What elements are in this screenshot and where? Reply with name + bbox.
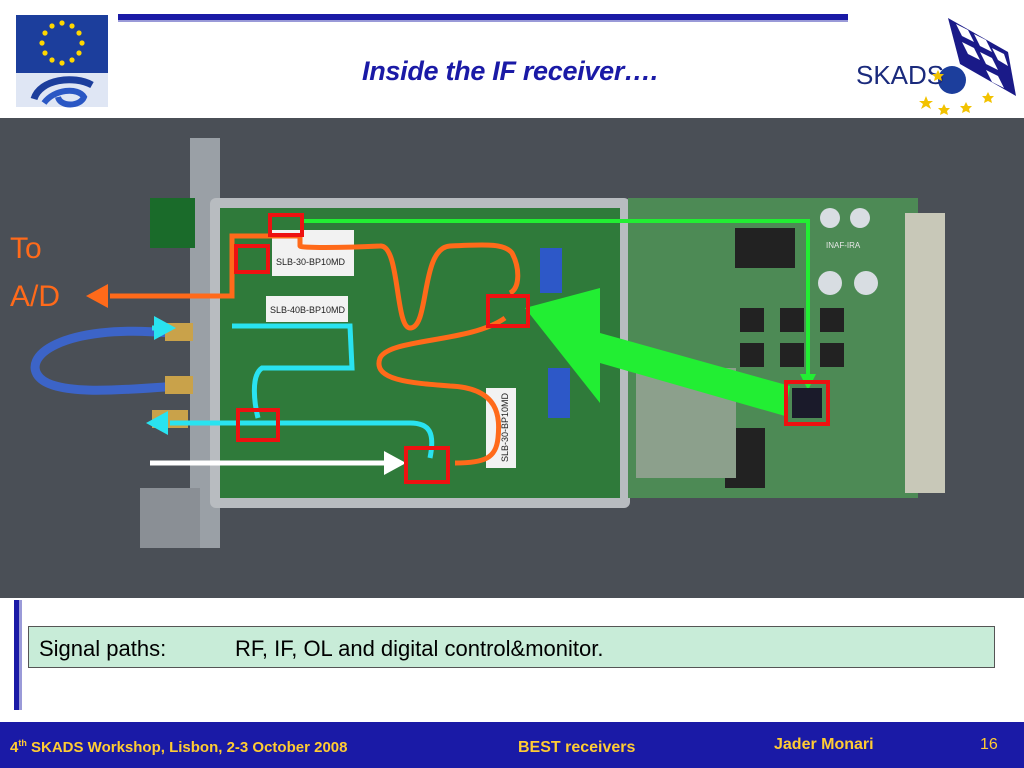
svg-text:SLB-30-BP10MD: SLB-30-BP10MD: [500, 392, 510, 462]
skads-logo: SKADS: [848, 12, 1018, 116]
skads-wordmark: SKADS: [856, 60, 944, 90]
title-rule: [118, 14, 926, 20]
control-path: [300, 219, 810, 383]
side-bar-shadow: [19, 600, 22, 710]
highlight-boxes: [234, 213, 830, 484]
svg-text:INAF-IRA: INAF-IRA: [826, 241, 861, 250]
side-bar: [14, 600, 19, 710]
arrow-right-icon: [384, 451, 406, 475]
eu-stars-icon: [39, 20, 85, 66]
footer-title: BEST receivers: [518, 739, 636, 756]
label-to-ad-2: A/D: [10, 280, 60, 313]
big-arrow-icon: [525, 288, 790, 416]
footer-bar: 4th SKADS Workshop, Lisbon, 2-3 October …: [0, 722, 1024, 768]
caption-box: Signal paths: RF, IF, OL and digital con…: [28, 626, 995, 668]
if-receiver-photo: SLB-30-BP10MD SLB-40B-BP10MD SLB-30-BP10…: [0, 118, 1024, 598]
if-path: [229, 233, 521, 331]
footer-author: Jader Monari: [774, 736, 874, 753]
label-to-ad-1: To: [10, 232, 42, 265]
footer-event: 4th SKADS Workshop, Lisbon, 2-3 October …: [10, 738, 348, 756]
coax-cable: [30, 326, 181, 395]
stars-icon: [919, 70, 994, 115]
eu-fp6-logo: [14, 13, 110, 109]
optical-connector: [150, 198, 195, 248]
caption-text: RF, IF, OL and digital control&monitor.: [235, 636, 604, 661]
slide-title: Inside the IF receiver….: [362, 56, 658, 86]
checkered-flag-icon: [948, 18, 1016, 96]
arrow-left-icon: [86, 284, 108, 308]
caption-label: Signal paths:: [39, 636, 167, 661]
page-number: 16: [980, 736, 998, 753]
arrow-left-icon: [146, 411, 168, 435]
if-path-2: [376, 315, 507, 466]
svg-text:SLB-30-BP10MD: SLB-30-BP10MD: [276, 257, 346, 267]
title-rule-shadow: [118, 20, 926, 22]
globe-icon: [938, 66, 966, 94]
edge-connector: [905, 213, 945, 493]
svg-text:SLB-40B-BP10MD: SLB-40B-BP10MD: [270, 305, 346, 315]
arrow-right-icon: [154, 316, 176, 340]
